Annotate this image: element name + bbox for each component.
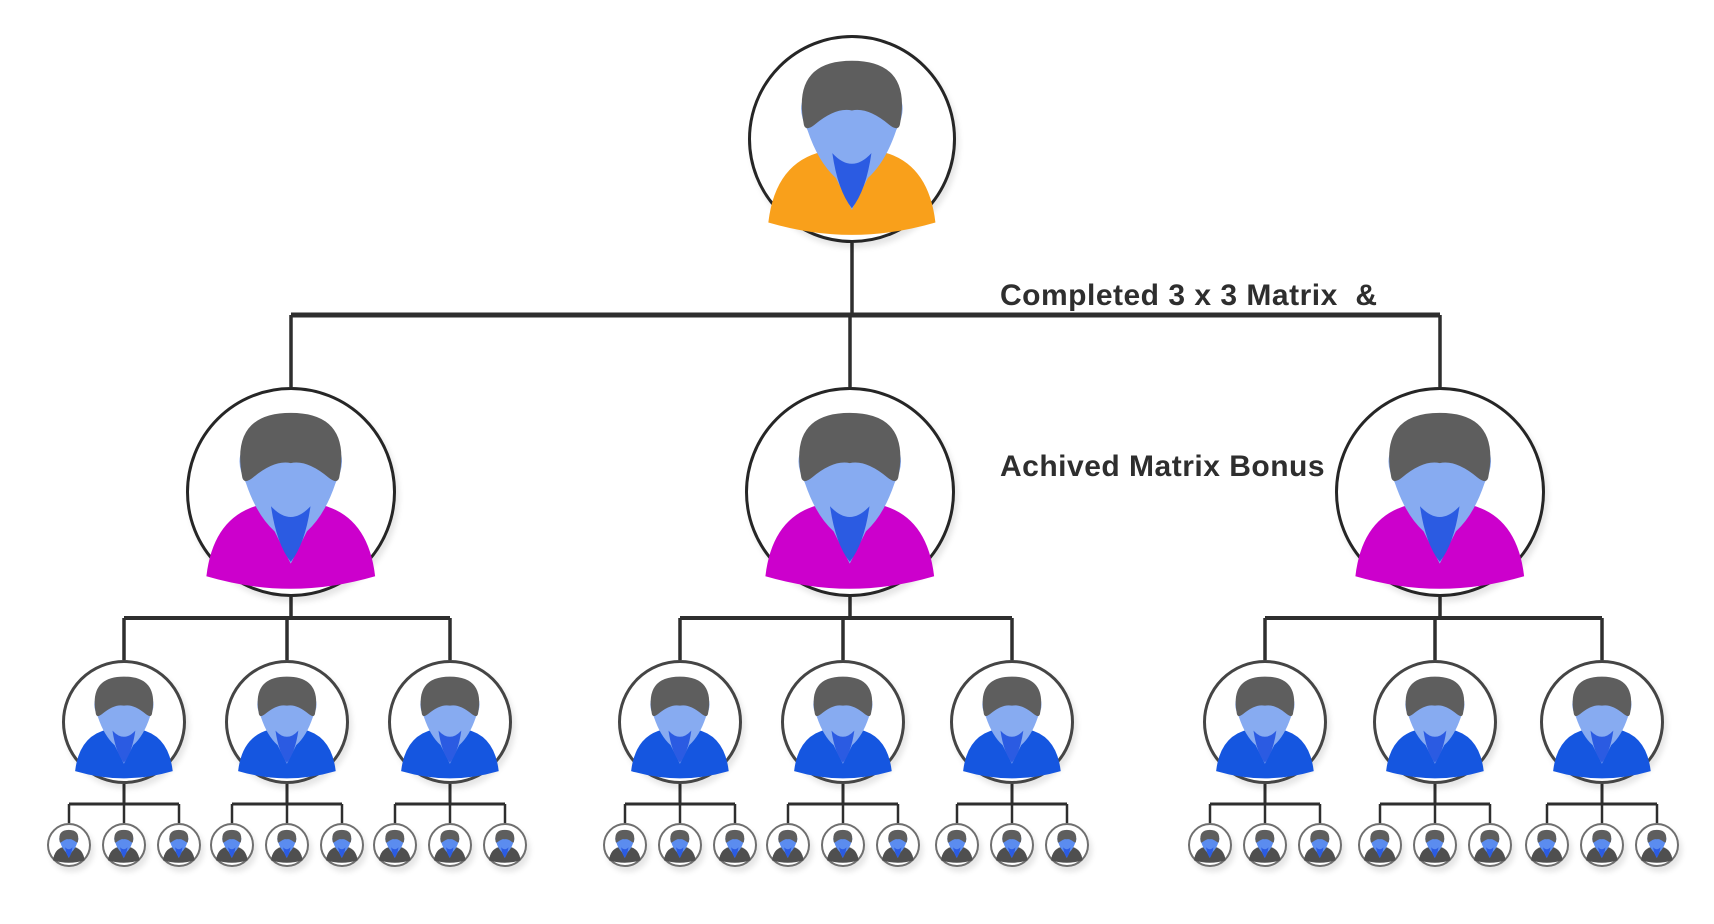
person-avatar-icon [163, 830, 195, 864]
person-avatar-icon [1249, 830, 1281, 864]
member-node-l4-1-3-1 [373, 823, 417, 867]
member-node-l4-1-3-3 [483, 823, 527, 867]
member-node-l4-1-1-3 [157, 823, 201, 867]
member-node-root [748, 35, 956, 243]
member-node-l4-2-2-1 [766, 823, 810, 867]
member-node-l3-3-2 [1373, 660, 1497, 784]
member-node-l2-1 [186, 387, 396, 597]
person-avatar-icon [996, 830, 1028, 864]
person-avatar-icon [765, 413, 935, 589]
person-avatar-icon [827, 830, 859, 864]
member-node-l2-2 [745, 387, 955, 597]
person-avatar-icon [271, 830, 303, 864]
member-node-l4-1-2-3 [320, 823, 364, 867]
member-node-l4-1-2-1 [210, 823, 254, 867]
annotation-line-1: Completed 3 x 3 Matrix & [1000, 279, 1378, 312]
member-node-l3-1-3 [388, 660, 512, 784]
person-avatar-icon [1364, 830, 1396, 864]
person-avatar-icon [882, 830, 914, 864]
person-avatar-icon [719, 830, 751, 864]
member-node-l3-1-1 [62, 660, 186, 784]
person-avatar-icon [489, 830, 521, 864]
person-avatar-icon [53, 830, 85, 864]
person-avatar-icon [75, 676, 173, 779]
person-avatar-icon [206, 413, 376, 589]
member-node-l4-3-1-2 [1243, 823, 1287, 867]
person-avatar-icon [1386, 676, 1484, 779]
person-avatar-icon [434, 830, 466, 864]
member-node-l2-3 [1335, 387, 1545, 597]
member-node-l4-1-2-2 [265, 823, 309, 867]
member-node-l4-1-3-2 [428, 823, 472, 867]
person-avatar-icon [941, 830, 973, 864]
person-avatar-icon [238, 676, 336, 779]
member-node-l3-3-3 [1540, 660, 1664, 784]
person-avatar-icon [1641, 830, 1673, 864]
member-node-l4-2-1-1 [603, 823, 647, 867]
member-node-l4-3-3-1 [1525, 823, 1569, 867]
person-avatar-icon [1419, 830, 1451, 864]
member-node-l4-3-3-2 [1580, 823, 1624, 867]
member-node-l4-3-3-3 [1635, 823, 1679, 867]
member-node-l4-2-1-2 [658, 823, 702, 867]
person-avatar-icon [772, 830, 804, 864]
member-node-l4-2-3-1 [935, 823, 979, 867]
member-node-l3-1-2 [225, 660, 349, 784]
person-avatar-icon [1194, 830, 1226, 864]
member-node-l3-3-1 [1203, 660, 1327, 784]
person-avatar-icon [1474, 830, 1506, 864]
person-avatar-icon [216, 830, 248, 864]
person-avatar-icon [1531, 830, 1563, 864]
member-node-l3-2-1 [618, 660, 742, 784]
annotation-line-2: Achived Matrix Bonus [1000, 450, 1326, 483]
person-avatar-icon [664, 830, 696, 864]
person-avatar-icon [1355, 413, 1525, 589]
member-node-l4-2-2-3 [876, 823, 920, 867]
member-node-l4-2-2-2 [821, 823, 865, 867]
person-avatar-icon [631, 676, 729, 779]
person-avatar-icon [609, 830, 641, 864]
member-node-l4-3-1-1 [1188, 823, 1232, 867]
person-avatar-icon [1586, 830, 1618, 864]
person-avatar-icon [326, 830, 358, 864]
member-node-l4-2-3-3 [1045, 823, 1089, 867]
member-node-l4-2-1-3 [713, 823, 757, 867]
person-avatar-icon [768, 60, 936, 235]
member-node-l4-3-1-3 [1298, 823, 1342, 867]
person-avatar-icon [1304, 830, 1336, 864]
member-node-l4-2-3-2 [990, 823, 1034, 867]
person-avatar-icon [963, 676, 1061, 779]
person-avatar-icon [1553, 676, 1651, 779]
person-avatar-icon [1051, 830, 1083, 864]
member-node-l4-3-2-3 [1468, 823, 1512, 867]
member-node-l4-3-2-2 [1413, 823, 1457, 867]
matrix-annotation: Completed 3 x 3 Matrix & Achived Matrix … [1000, 153, 1378, 609]
member-node-l3-2-3 [950, 660, 1074, 784]
member-node-l4-1-1-2 [102, 823, 146, 867]
member-node-l4-3-2-1 [1358, 823, 1402, 867]
person-avatar-icon [379, 830, 411, 864]
person-avatar-icon [794, 676, 892, 779]
person-avatar-icon [1216, 676, 1314, 779]
member-node-l3-2-2 [781, 660, 905, 784]
person-avatar-icon [108, 830, 140, 864]
person-avatar-icon [401, 676, 499, 779]
member-node-l4-1-1-1 [47, 823, 91, 867]
